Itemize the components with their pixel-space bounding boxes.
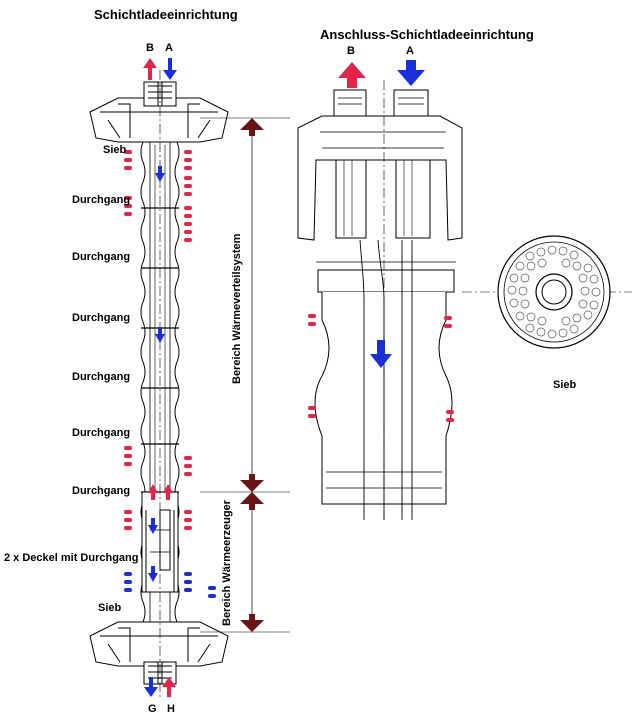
- port-label-b: B: [146, 42, 154, 54]
- port-label-a: A: [165, 42, 173, 54]
- right-port-label-a: A: [406, 45, 414, 57]
- label-durchgang-5: Durchgang: [72, 427, 131, 439]
- label-sieb-top: Sieb: [103, 144, 127, 156]
- label-durchgang-2: Durchgang: [72, 251, 131, 263]
- strainer-disk: [497, 235, 611, 349]
- label-durchgang-4: Durchgang: [72, 371, 131, 383]
- label-durchgang-6: Durchgang: [72, 485, 131, 497]
- right-port-arrows: [338, 60, 425, 368]
- left-column-drawing: [89, 81, 229, 685]
- bottom-plate: [89, 621, 229, 685]
- range-label-heat-distribution: Bereich Wärmeverteilsystem: [231, 233, 243, 384]
- range-label-heat-generator: Bereich Wärmeerzeuger: [221, 500, 233, 626]
- range-dimension: [200, 117, 290, 633]
- label-durchgang-1: Durchgang: [72, 194, 131, 206]
- bottom-port-arrows: [144, 677, 176, 697]
- right-assembly-drawing: [297, 89, 463, 520]
- inner-flow-arrows: [148, 166, 173, 582]
- right-title: Anschluss-Schichtladeeinrichtung: [320, 27, 534, 42]
- right-label-sieb: Sieb: [553, 379, 577, 391]
- label-durchgang-3: Durchgang: [72, 312, 131, 324]
- label-sieb-bottom: Sieb: [98, 602, 122, 614]
- top-port-arrows: [143, 58, 177, 80]
- left-title: Schichtladeeinrichtung: [94, 7, 238, 22]
- port-label-h: H: [167, 703, 175, 715]
- port-label-g: G: [148, 703, 157, 715]
- label-deckel: 2 x Deckel mit Durchgang: [4, 552, 139, 564]
- right-port-label-b: B: [347, 45, 355, 57]
- top-plate: [89, 81, 229, 143]
